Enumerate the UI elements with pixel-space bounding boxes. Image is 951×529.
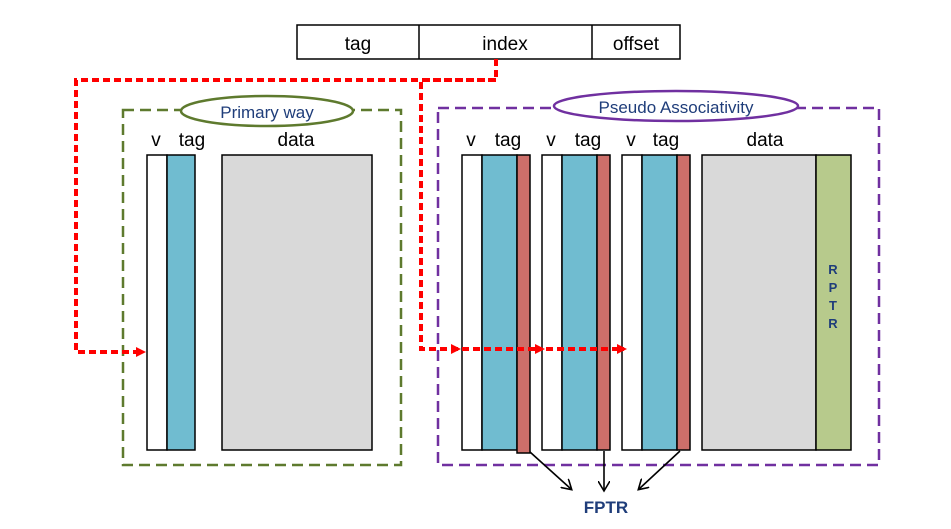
pseudo-assoc-label-oval	[552, 89, 800, 123]
rptr-letter: R	[828, 316, 838, 331]
rptr-letter: R	[828, 262, 838, 277]
way2-v-header: v	[546, 130, 556, 151]
pseudo-data-column	[701, 154, 817, 451]
primary-data-column	[221, 154, 373, 451]
address-index-field: index	[482, 34, 528, 55]
address-box	[296, 24, 681, 60]
rptr-column	[815, 154, 852, 451]
pseudo-assoc-border	[436, 106, 881, 467]
fptr-arrow-1	[529, 451, 571, 489]
way1-tag-column	[481, 154, 518, 451]
way3-pointer-column	[676, 154, 691, 451]
rptr-letter: P	[829, 280, 838, 295]
primary-data-header: data	[278, 130, 315, 151]
way2-pointer-column	[596, 154, 611, 451]
primary-valid-column	[146, 154, 168, 451]
way2-tag-column	[561, 154, 598, 451]
primary-way-label: Primary way	[220, 103, 314, 122]
address-fields: tag index offset	[296, 24, 681, 60]
pseudo-index-arrow	[419, 78, 496, 354]
fptr-arrows: FPTR	[529, 450, 681, 517]
way2-valid-column	[541, 154, 563, 451]
primary-tag-header: tag	[179, 130, 205, 151]
address-offset-field: offset	[613, 34, 660, 55]
primary-tag-column	[166, 154, 196, 451]
primary-v-header: v	[151, 130, 161, 151]
pseudo-data-header: data	[747, 130, 784, 151]
way2-tag-header: tag	[575, 130, 601, 151]
pseudo-assoc-label: Pseudo Associativity	[599, 98, 754, 117]
way3-v-header: v	[626, 130, 636, 151]
rptr-letter: T	[829, 298, 837, 313]
fptr-arrow-3	[639, 450, 681, 489]
primary-way-group: Primary way v tag data	[121, 94, 403, 467]
index-lookup-arrows	[74, 59, 627, 357]
primary-index-arrow	[74, 59, 498, 357]
way1-tag-header: tag	[495, 130, 521, 151]
primary-way-label-oval	[179, 94, 355, 128]
way3-tag-header: tag	[653, 130, 679, 151]
fptr-label: FPTR	[584, 498, 628, 517]
way1-valid-column	[461, 154, 483, 451]
way3-tag-column	[641, 154, 678, 451]
way1-pointer-column	[516, 154, 531, 454]
way1-v-header: v	[466, 130, 476, 151]
address-tag-field: tag	[345, 34, 371, 55]
pseudo-assoc-group: Pseudo Associativity v tag v tag v tag d…	[436, 89, 881, 467]
way3-valid-column	[621, 154, 643, 451]
